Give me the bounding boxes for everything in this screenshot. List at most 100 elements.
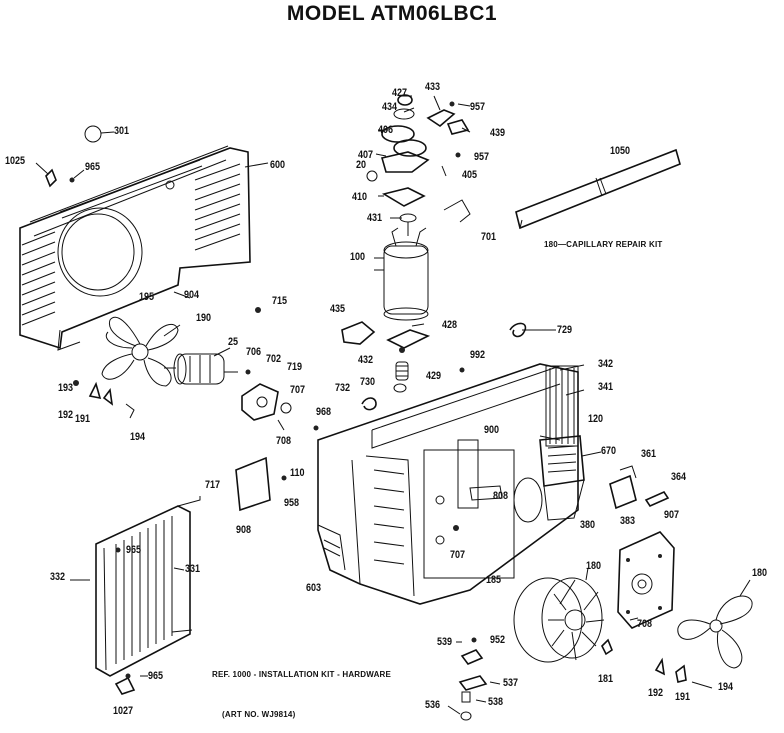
- label-904: 904: [184, 289, 200, 301]
- label-965-bottom: 965: [148, 670, 164, 682]
- label-536: 536: [425, 699, 441, 711]
- label-965-mid: 965: [126, 544, 142, 556]
- label-992: 992: [470, 349, 486, 361]
- spring-729: [509, 322, 527, 338]
- label-194-right: 194: [718, 681, 734, 693]
- label-1027: 1027: [113, 705, 134, 717]
- label-808: 808: [493, 490, 509, 502]
- label-120: 120: [588, 413, 604, 425]
- label-717: 717: [205, 479, 221, 491]
- shroud-670: [513, 435, 585, 523]
- label-191-left: 191: [75, 413, 91, 425]
- label-100: 100: [350, 251, 366, 263]
- label-707-bottom: 707: [450, 549, 466, 561]
- label-180-center: 180: [586, 560, 602, 572]
- installation-kit-note: REF. 1000 - INSTALLATION KIT - HARDWARE: [212, 670, 392, 679]
- label-195: 195: [139, 291, 155, 303]
- fan-blade-190: [101, 316, 179, 387]
- label-406: 406: [378, 124, 394, 136]
- label-719: 719: [287, 361, 303, 373]
- label-539: 539: [437, 636, 453, 648]
- clip-192-191-right: [654, 657, 713, 689]
- label-670: 670: [601, 445, 617, 457]
- cover-908: [235, 456, 271, 512]
- label-429: 429: [426, 370, 442, 382]
- clip-1025: [35, 162, 57, 188]
- art-number-note: (ART NO. WJ9814): [222, 710, 296, 719]
- screw-965-top: [69, 169, 85, 183]
- fan-motor-25: [164, 353, 238, 385]
- label-405: 405: [462, 169, 478, 181]
- label-361: 361: [641, 448, 657, 460]
- label-427: 427: [392, 87, 408, 99]
- capillary-kit-note: 180—CAPILLARY REPAIR KIT: [544, 240, 663, 249]
- label-185: 185: [486, 574, 502, 586]
- label-435: 435: [330, 303, 346, 315]
- label-192-right: 192: [648, 687, 664, 699]
- label-194-left: 194: [130, 431, 146, 443]
- part-181: [601, 638, 613, 656]
- label-20: 20: [356, 159, 367, 171]
- label-431: 431: [367, 212, 383, 224]
- label-952: 952: [490, 634, 506, 646]
- label-957-b: 957: [474, 151, 490, 163]
- label-1025: 1025: [5, 155, 26, 167]
- label-190: 190: [196, 312, 212, 324]
- label-958: 958: [284, 497, 300, 509]
- switch-361-383: [609, 465, 670, 510]
- label-110: 110: [290, 467, 305, 479]
- label-965-top: 965: [85, 161, 101, 173]
- label-181: 181: [598, 673, 614, 685]
- label-600: 600: [270, 159, 286, 171]
- front-grille-600: [19, 145, 251, 351]
- capillary-tube-1050: [515, 148, 681, 230]
- screw-992: [459, 367, 465, 373]
- label-25: 25: [228, 336, 239, 348]
- label-730: 730: [360, 376, 376, 388]
- label-603: 603: [306, 582, 322, 594]
- label-342: 342: [598, 358, 614, 370]
- hardware-kit-parts: [458, 637, 488, 721]
- compressor-100: [374, 227, 429, 321]
- label-702: 702: [266, 353, 282, 365]
- label-332: 332: [50, 571, 66, 583]
- label-383: 383: [620, 515, 636, 527]
- label-193: 193: [58, 382, 74, 394]
- page-title: MODEL ATM06LBC1: [286, 2, 498, 25]
- chassis-base-pan: [317, 363, 579, 605]
- label-432: 432: [358, 354, 374, 366]
- compressor-mounts: [341, 321, 431, 411]
- blower-wheel-185: [513, 577, 605, 663]
- label-900: 900: [484, 424, 500, 436]
- fan-orifice-907: [617, 531, 675, 629]
- nut-193: [73, 380, 79, 386]
- label-957-a: 957: [470, 101, 486, 113]
- label-364: 364: [671, 471, 687, 483]
- label-433: 433: [425, 81, 441, 93]
- label-301: 301: [114, 125, 130, 137]
- label-715: 715: [272, 295, 288, 307]
- label-192-left: 192: [58, 409, 74, 421]
- label-1050: 1050: [610, 145, 631, 157]
- nut-715: [255, 307, 261, 313]
- label-908: 908: [236, 524, 252, 536]
- condenser-fan-180: [677, 595, 753, 669]
- label-191-right: 191: [675, 691, 691, 703]
- screw-958: [281, 475, 287, 481]
- label-732: 732: [335, 382, 351, 394]
- label-428: 428: [442, 319, 458, 331]
- label-538: 538: [488, 696, 504, 708]
- knob-301: [84, 125, 115, 143]
- side-panel-331: [95, 496, 201, 677]
- clip-192-191-left: [88, 381, 135, 419]
- label-968: 968: [316, 406, 332, 418]
- label-439: 439: [490, 127, 506, 139]
- leader-lines: [70, 95, 751, 715]
- label-701: 701: [481, 231, 497, 243]
- label-331: 331: [185, 563, 201, 575]
- label-708-bottom: 708: [637, 618, 653, 630]
- motor-bracket-702: [241, 369, 292, 431]
- compressor-top-parts: [366, 94, 471, 236]
